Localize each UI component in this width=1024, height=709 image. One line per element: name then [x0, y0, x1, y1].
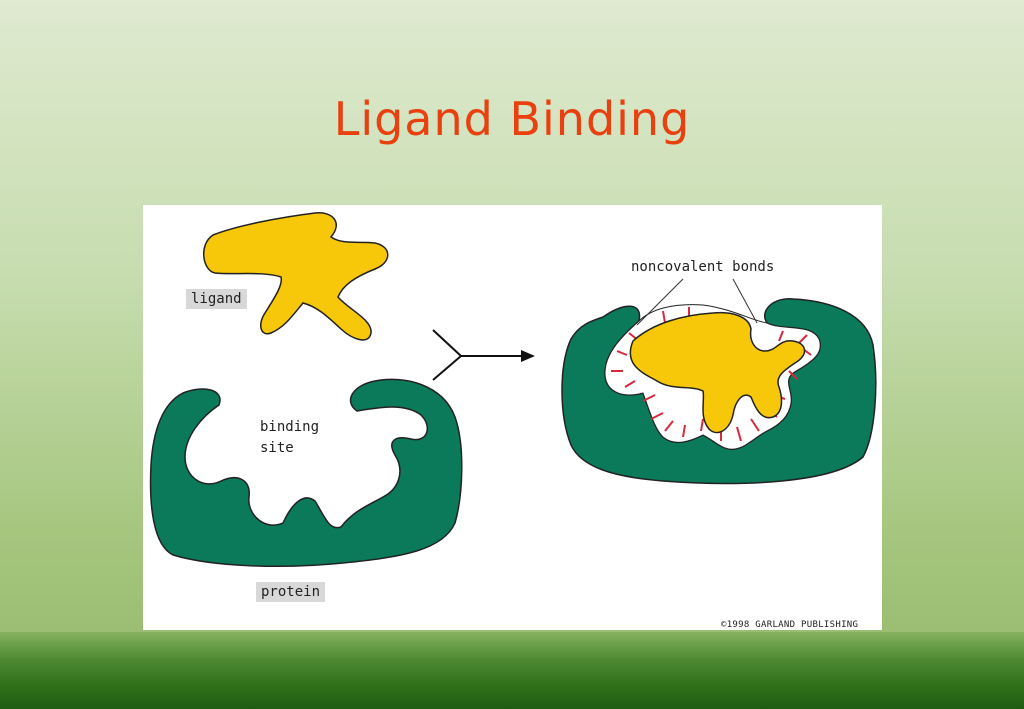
binding-site-label-line1: binding: [260, 419, 320, 435]
noncovalent-bonds-label: noncovalent bonds: [631, 259, 775, 275]
ligand-shape: [203, 212, 389, 341]
slide-title: Ligand Binding: [333, 92, 691, 146]
protein-label: protein: [256, 582, 326, 602]
binding-site-label-line2: site: [260, 440, 294, 456]
protein-shape: [149, 378, 463, 568]
reaction-arrow: [432, 329, 535, 381]
ligand-label: ligand: [186, 289, 247, 309]
copyright-notice: ©1998 GARLAND PUBLISHING: [721, 620, 859, 630]
ligand-binding-figure: ligand binding site protein noncovalent …: [143, 205, 882, 630]
bond-leader-line-right: [732, 278, 758, 324]
diagram-canvas: [149, 212, 877, 568]
footer-band: [0, 632, 1024, 709]
bound-ligand-shape: [629, 311, 806, 434]
bond-leader-line-left: [636, 278, 684, 326]
